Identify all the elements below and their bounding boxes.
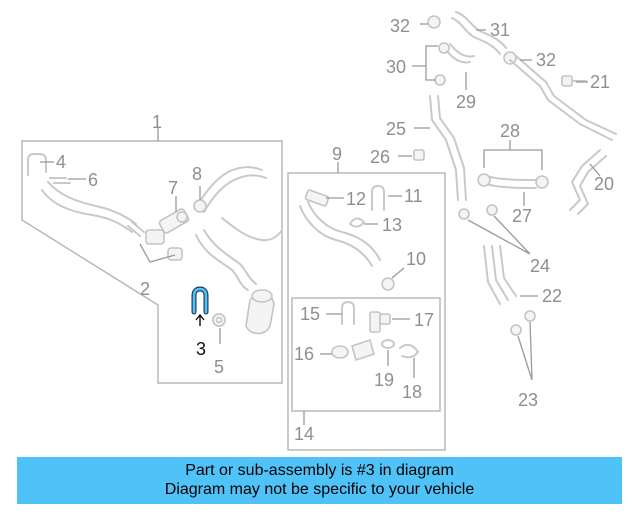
clamp-15	[341, 301, 355, 325]
banner-line-1: Part or sub-assembly is #3 in diagram	[185, 462, 454, 479]
banner-line-2: Diagram may not be specific to your vehi…	[164, 481, 475, 498]
callout-11: 11	[404, 186, 423, 206]
clamp-11	[371, 185, 385, 211]
info-banner: Part or sub-assembly is #3 in diagram Di…	[17, 457, 622, 504]
hose-27	[477, 173, 549, 189]
pipe-long-right	[509, 55, 617, 215]
clamp-3-highlighted	[191, 286, 209, 326]
connector-2	[127, 221, 183, 261]
callout-19: 19	[374, 370, 394, 390]
leader-10	[391, 267, 405, 279]
pipe-fitting	[245, 289, 275, 335]
parts-diagram: 1 2 3 4 5 6 7 8 9 10 11 12 13 14 15 16 1…	[21, 11, 617, 451]
pipe-25	[429, 95, 467, 201]
group-1-outline	[21, 140, 283, 384]
callout-23: 23	[518, 390, 538, 410]
callout-7: 7	[168, 178, 178, 198]
seal-10	[381, 277, 395, 291]
callout-31: 31	[490, 20, 510, 40]
leader-24	[467, 215, 531, 255]
callout-12: 12	[346, 189, 366, 209]
bolt-21	[561, 75, 587, 87]
callout-30: 30	[386, 57, 406, 77]
plug-16	[331, 345, 349, 359]
callout-21: 21	[590, 72, 610, 92]
callout-32-top: 32	[390, 16, 410, 36]
bolt-26	[413, 149, 425, 161]
leader-28	[483, 149, 543, 170]
clip-13	[349, 217, 365, 228]
hose-9	[299, 201, 381, 267]
callout-32-right: 32	[536, 50, 556, 70]
oring-19	[381, 339, 395, 349]
callout-13: 13	[382, 215, 402, 235]
callout-29: 29	[456, 92, 476, 112]
leader-23	[517, 321, 533, 381]
bleed-screw-32-top	[427, 15, 441, 29]
callout-1: 1	[152, 112, 162, 132]
callout-16: 16	[294, 344, 314, 364]
callout-24: 24	[530, 256, 550, 276]
hose-29	[445, 43, 475, 64]
leader-30	[412, 45, 438, 81]
screw-32-right	[503, 51, 517, 65]
callout-25: 25	[386, 119, 406, 139]
hose-lower	[195, 217, 283, 291]
clip-30a	[438, 42, 450, 54]
callout-27: 27	[512, 206, 532, 226]
clip-30b	[434, 74, 446, 86]
hose-31	[451, 11, 507, 55]
bolt-17	[379, 313, 391, 325]
callout-14: 14	[294, 424, 314, 444]
callout-5: 5	[214, 357, 224, 377]
callout-4: 4	[56, 152, 66, 172]
callout-18: 18	[402, 382, 422, 402]
clamp-4	[27, 153, 47, 176]
connector-14	[351, 311, 381, 362]
callout-17: 17	[414, 310, 434, 330]
callout-26: 26	[370, 147, 390, 167]
callout-8: 8	[192, 164, 202, 184]
group-9-outline	[287, 172, 446, 451]
leader-2	[139, 243, 176, 263]
callout-2: 2	[140, 279, 150, 299]
callout-20: 20	[594, 174, 614, 194]
callout-3: 3	[196, 339, 206, 359]
callout-22: 22	[542, 286, 562, 306]
callout-15: 15	[300, 304, 320, 324]
clamp-6	[49, 177, 71, 184]
washer-5	[212, 313, 226, 327]
fitting-12	[304, 189, 330, 207]
connector-7	[158, 208, 190, 234]
clip-18	[399, 343, 419, 359]
callout-10: 10	[406, 249, 426, 269]
pipe-22	[483, 245, 517, 305]
callout-6: 6	[88, 170, 98, 190]
leader-20	[589, 163, 601, 177]
coolant-hose-main	[41, 181, 137, 233]
callout-9: 9	[332, 144, 342, 164]
group-14-outline	[291, 297, 441, 412]
hose-8	[193, 166, 267, 213]
callout-28: 28	[500, 121, 520, 141]
clamps-24	[458, 204, 498, 220]
clamps-23	[510, 310, 536, 336]
